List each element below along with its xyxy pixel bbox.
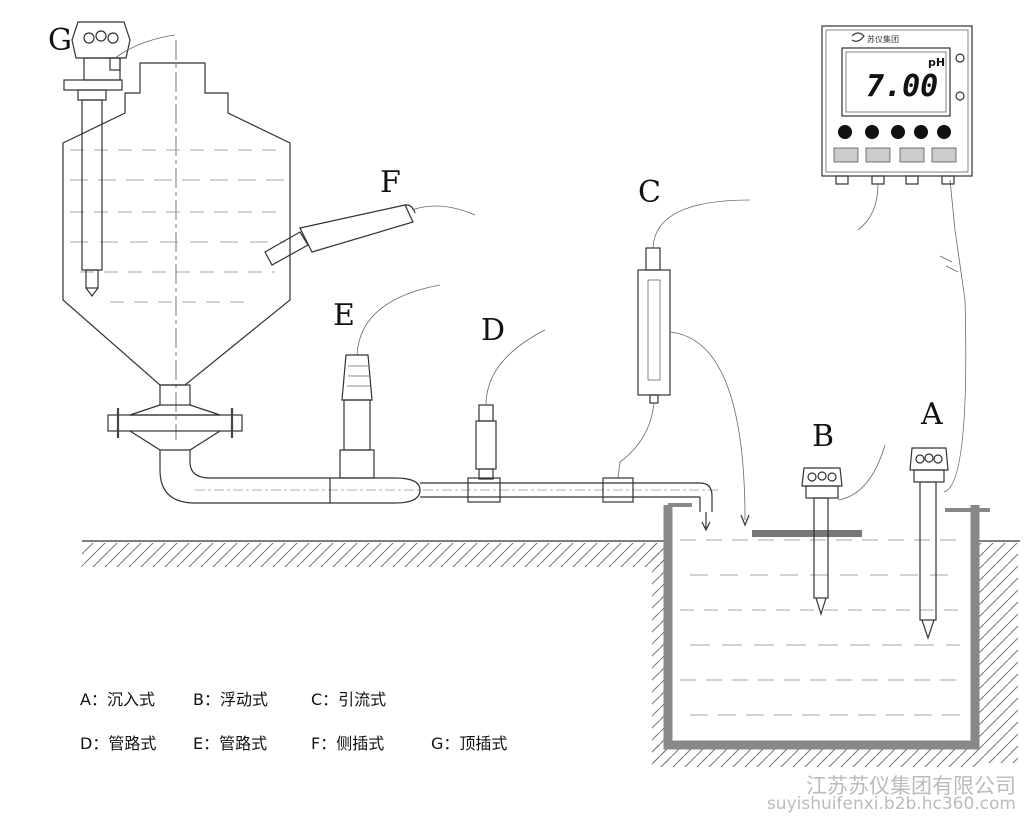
legend-d: D：管路式 [80,734,157,753]
meter-display-value: 7.00 [866,69,938,104]
sensor-d [475,329,546,480]
legend-c: C：引流式 [311,690,387,709]
meter-brand: 苏仪集团 [867,34,899,44]
legend-g: G：顶插式 [431,734,508,753]
label-f: F [380,165,401,200]
ph-meter: 苏仪集团 7.00 pH [821,25,973,231]
legend-row-2: D：管路式 E：管路式 F：侧插式 G：顶插式 [80,730,507,754]
label-a: A [920,397,943,432]
legend-e: E：管路式 [193,734,268,753]
watermark-site: suyishuifenxi.b2b.hc360.com [766,794,1016,814]
ground-left [82,540,668,567]
label-b: B [812,419,834,454]
legend-b: B：浮动式 [193,690,268,709]
watermark-company: 江苏苏仪集团有限公司 [806,774,1016,798]
label-g: G [48,23,72,58]
legend-a: A：沉入式 [80,690,155,709]
label-d: D [481,313,505,348]
legend-f: F：侧插式 [311,734,385,753]
sensor-c [617,199,751,527]
open-tank [663,503,990,750]
sensor-e [339,284,441,479]
sensor-b [801,444,886,617]
sensor-a [909,179,967,640]
sensor-f [264,204,476,266]
label-e: E [333,298,355,333]
label-c: C [638,175,661,210]
vessel-tank [62,40,291,451]
legend: A：沉入式 B：浮动式 C：引流式 [80,686,386,710]
pipe [159,450,720,532]
meter-unit: pH [928,56,945,69]
sensor-g [63,21,176,297]
